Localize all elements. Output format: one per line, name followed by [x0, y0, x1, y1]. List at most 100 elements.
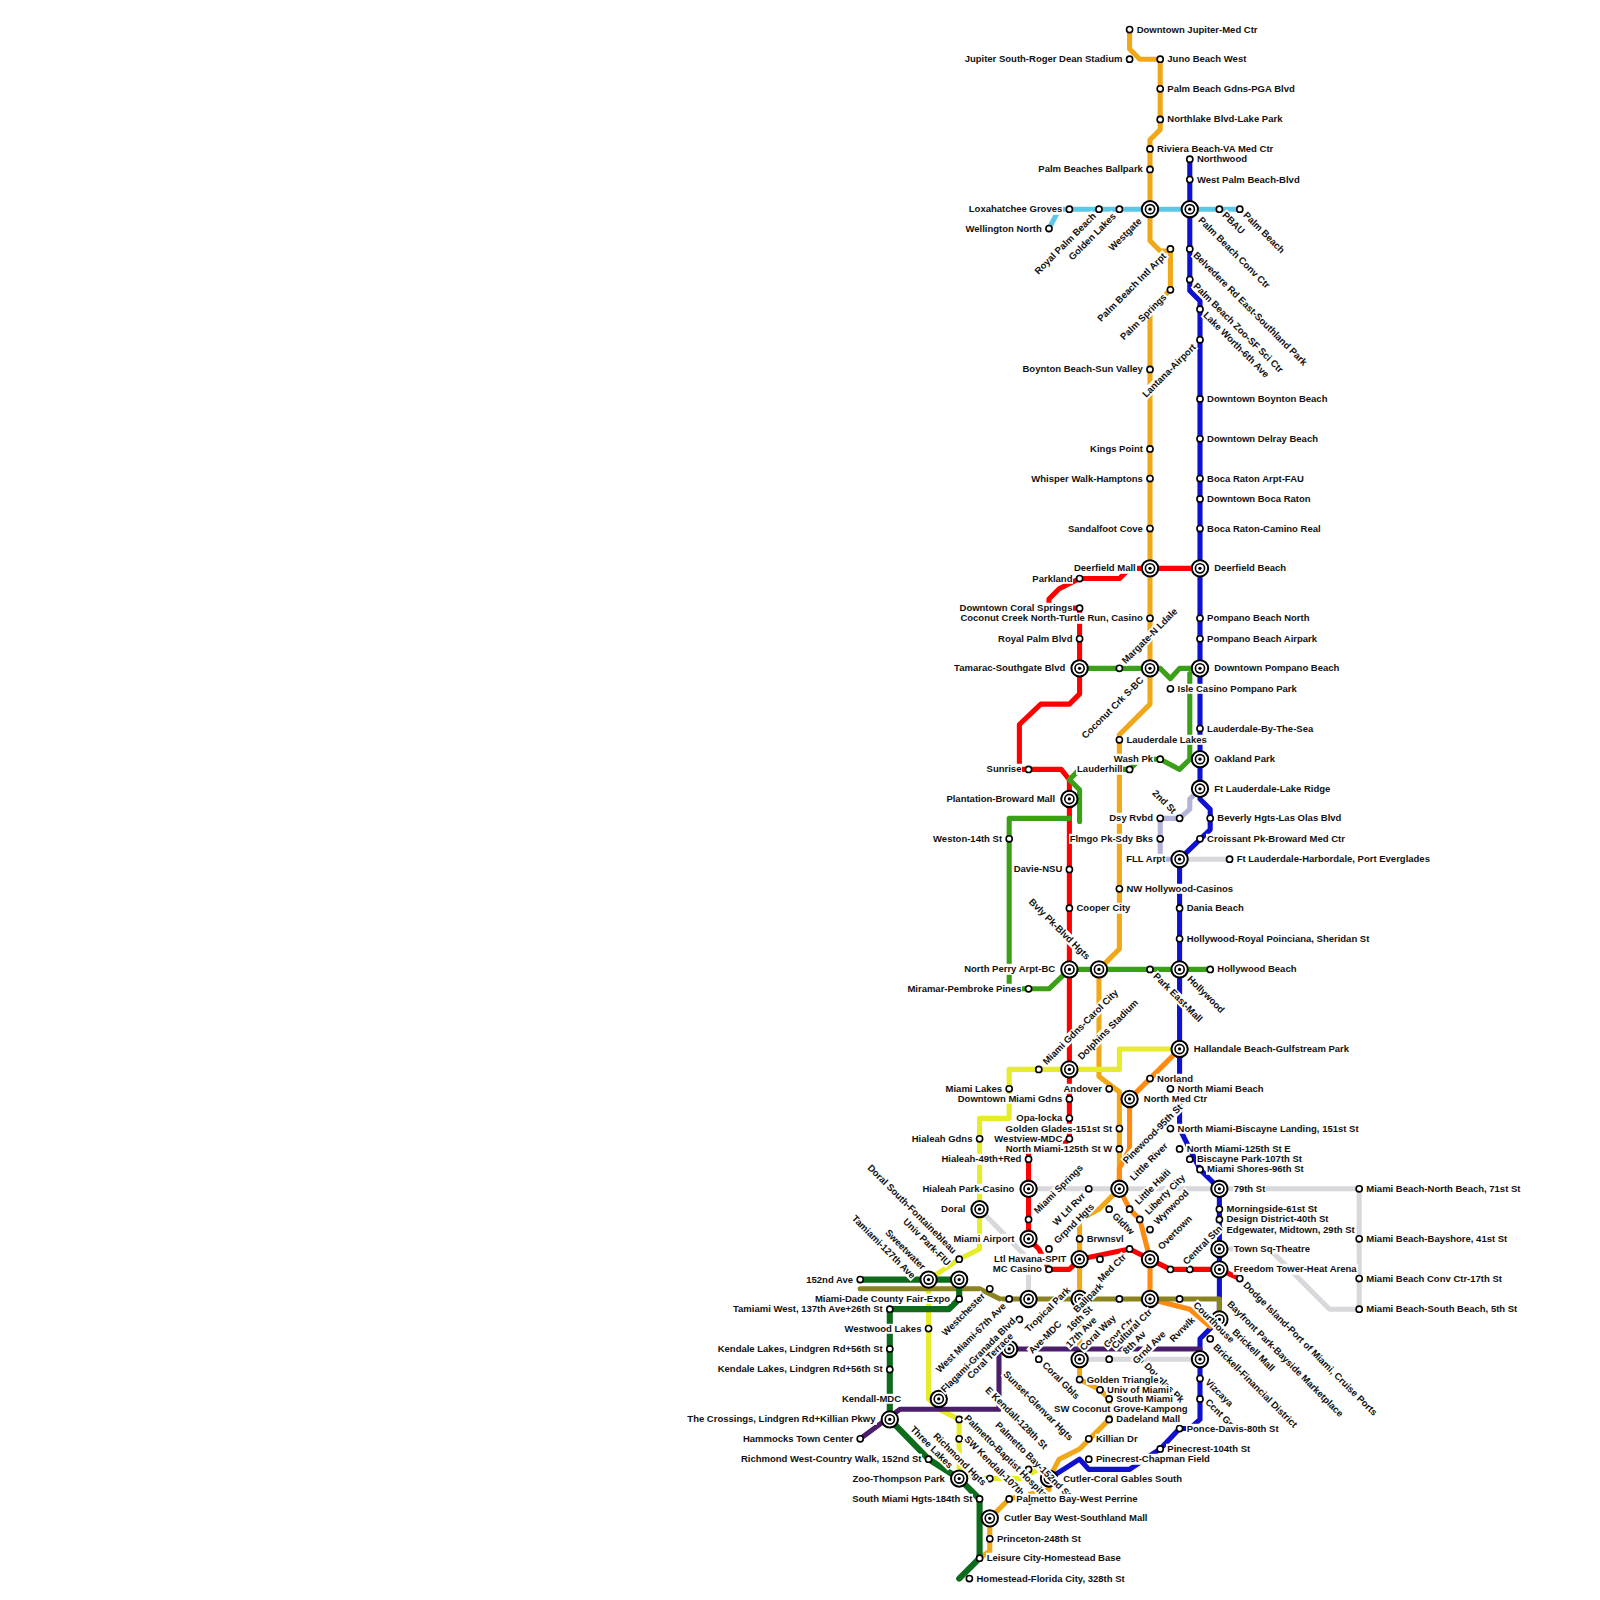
station-dot — [1086, 1186, 1092, 1192]
station-label: 79th St — [1233, 1184, 1267, 1194]
interchange-ring — [1020, 1291, 1036, 1307]
station-label: Hollywood Beach — [1216, 964, 1297, 974]
interchange-dot — [988, 1517, 991, 1520]
station-dot — [926, 1326, 932, 1332]
interchange-ring — [882, 1411, 898, 1427]
station-label: Wellington North — [965, 223, 1043, 233]
interchange-dot — [1118, 1187, 1121, 1190]
station-dot — [1167, 1126, 1173, 1132]
interchange-dot — [1218, 1247, 1221, 1250]
interchange-ring — [1142, 560, 1158, 576]
station-label: Westview-MDC — [993, 1134, 1063, 1144]
station-dot — [1197, 1376, 1203, 1382]
station-dot — [1106, 1086, 1112, 1092]
station-label: Leisure City-Homestead Base — [986, 1553, 1122, 1563]
station-dot — [1187, 277, 1193, 283]
station-dot — [1197, 476, 1203, 482]
station-label: Westwood Lakes — [844, 1323, 923, 1333]
interchange-ring — [1171, 851, 1187, 867]
station-dot — [1116, 1146, 1122, 1152]
interchange-dot — [1068, 1068, 1071, 1071]
transit-line — [1049, 159, 1219, 1478]
station-dot — [956, 1296, 962, 1302]
station-dot — [1207, 1336, 1213, 1342]
station-dot — [1167, 1266, 1173, 1272]
station-dot — [987, 1536, 993, 1542]
interchange-dot — [1148, 208, 1151, 211]
station-dot — [1116, 737, 1122, 743]
station-dot — [1147, 166, 1153, 172]
interchange-dot — [1078, 1358, 1081, 1361]
station-dot — [1187, 246, 1193, 252]
interchange-ring — [1192, 660, 1208, 676]
station-dot — [1077, 1377, 1083, 1383]
interchange-ring — [1094, 965, 1103, 974]
station-dot — [1066, 1115, 1072, 1121]
station-label: Hialeah Park-Casino — [921, 1184, 1015, 1194]
interchange-dot — [1097, 968, 1100, 971]
station-label: MC Casino — [992, 1264, 1043, 1274]
station-dot — [1046, 1246, 1052, 1252]
station-dot — [1167, 287, 1173, 293]
station-dot — [1066, 905, 1072, 911]
station-dot — [1157, 116, 1163, 122]
interchange-dot — [1148, 1297, 1151, 1300]
interchange-ring — [1065, 965, 1074, 974]
station-label: Morningside-61st St — [1226, 1204, 1319, 1214]
interchange-ring — [1061, 791, 1077, 807]
station-dot — [1137, 1216, 1143, 1222]
station-dot — [1157, 1446, 1163, 1452]
station-label: Miami Beach-Bayshore, 41st St — [1365, 1234, 1508, 1244]
station-label: Design District-40th St — [1226, 1214, 1330, 1224]
station-dot — [1116, 206, 1122, 212]
interchange-ring — [920, 1271, 936, 1287]
interchange-dot — [958, 1278, 961, 1281]
station-label: NW Hollywood-Casinos — [1126, 884, 1235, 894]
station-label: Wash Pk — [1113, 754, 1154, 764]
interchange-dot — [1198, 758, 1201, 761]
station-dot — [1197, 396, 1203, 402]
interchange-ring — [971, 1201, 987, 1217]
station-dot — [1197, 726, 1203, 732]
station-dot — [887, 1366, 893, 1372]
station-label: Opa-locka — [1015, 1113, 1063, 1123]
interchange-ring — [1211, 1181, 1227, 1197]
station-label: Edgewater, Midtown, 29th St — [1226, 1224, 1356, 1234]
interchange-ring — [934, 1394, 943, 1403]
station-label: Miami Beach Conv Ctr-17th St — [1365, 1273, 1503, 1283]
station-label: Downtown Jupiter-Med Ctr — [1136, 24, 1259, 34]
interchange-dot — [1078, 1258, 1081, 1261]
interchange-dot — [1148, 667, 1151, 670]
station-dot — [1356, 1236, 1362, 1242]
interchange-dot — [1008, 1347, 1011, 1350]
station-dot — [1227, 856, 1233, 862]
station-label: Zoo-Thompson Park — [852, 1473, 946, 1483]
station-label: Miami Airport — [952, 1234, 1015, 1244]
interchange-ring — [1125, 1094, 1134, 1103]
interchange-ring — [1145, 205, 1154, 214]
interchange-ring — [1091, 961, 1107, 977]
station-label: Lantana-Airport — [1139, 341, 1198, 400]
station-dot — [1197, 615, 1203, 621]
station-label: Boynton Beach-Sun Valley — [1022, 364, 1144, 374]
interchange-ring — [1065, 1065, 1074, 1074]
station-dot — [1177, 905, 1183, 911]
station-label: Downtown Coral Springs — [959, 603, 1074, 613]
station-label: Golden Glades-151st St — [1005, 1123, 1114, 1133]
station-label: Hammocks Town Center — [742, 1434, 854, 1444]
station-dot — [1167, 686, 1173, 692]
interchange-ring — [1142, 1291, 1158, 1307]
station-dot — [1197, 496, 1203, 502]
station-dot — [1167, 1086, 1173, 1092]
station-label: Biscayne Park-107th St — [1196, 1154, 1303, 1164]
station-dot — [1106, 1356, 1112, 1362]
station-label: Hollywood-Royal Poinciana, Sheridan St — [1186, 934, 1371, 944]
station-label: Richmond West-Country Walk, 152nd St — [740, 1454, 923, 1464]
station-label: Flmgo Pk-Sdy Bks — [1069, 834, 1154, 844]
station-label: Pinecrest-Chapman Field — [1095, 1454, 1211, 1464]
station-dot — [1006, 1496, 1012, 1502]
station-dot — [1086, 1436, 1092, 1442]
station-label: Pompano Beach Airpark — [1206, 634, 1318, 644]
interchange-ring — [1215, 1244, 1224, 1253]
station-label: Norland — [1156, 1073, 1194, 1083]
